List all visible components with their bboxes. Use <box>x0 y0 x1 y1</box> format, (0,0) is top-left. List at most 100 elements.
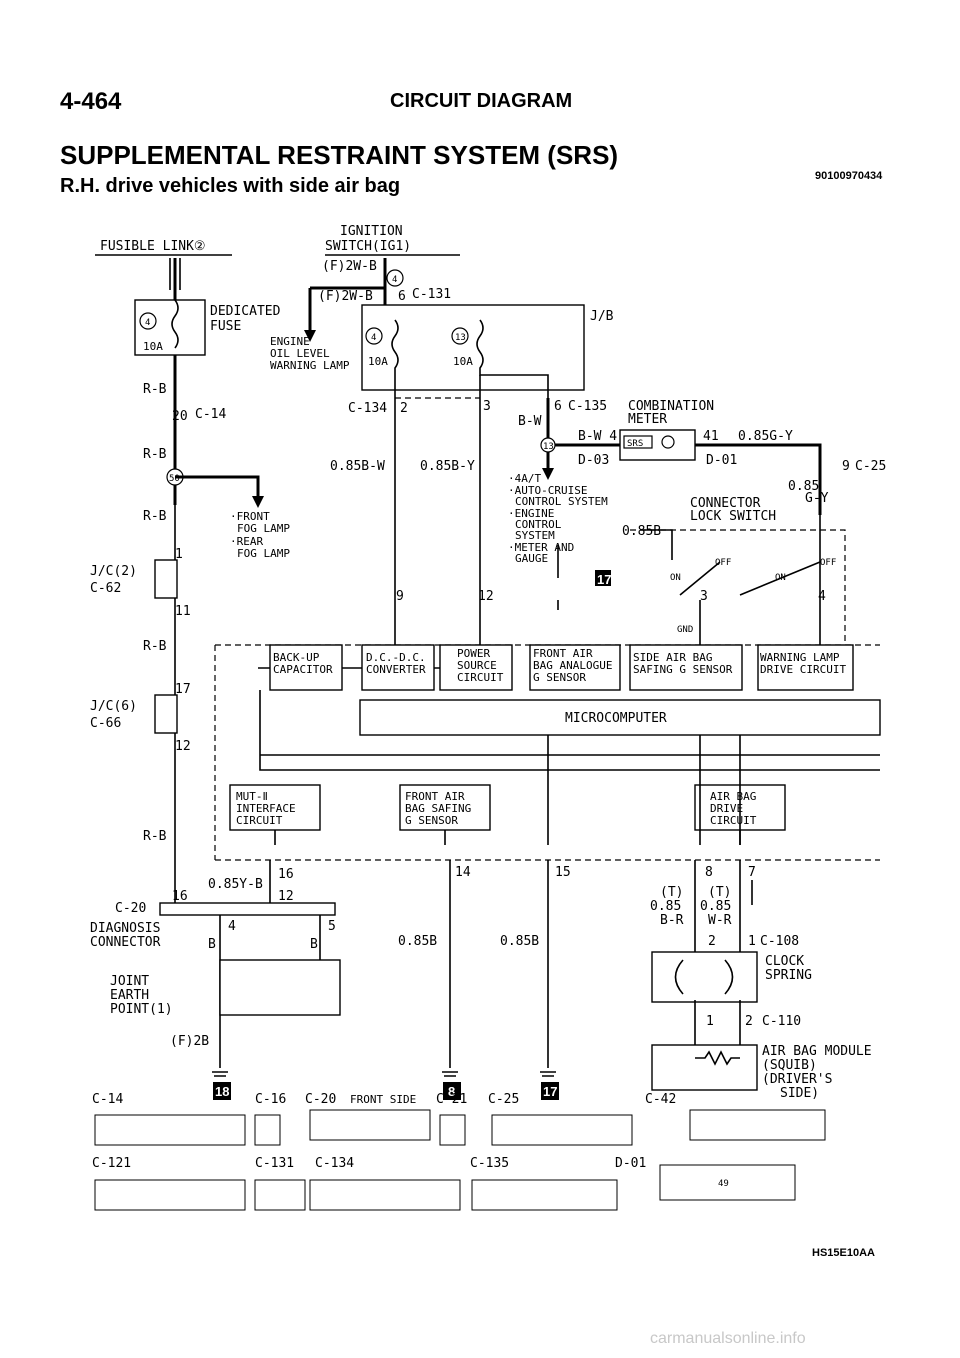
fuse-4-marker <box>139 312 157 330</box>
list-item-8: GAUGE <box>515 552 548 565</box>
br-label: B-R <box>660 913 684 928</box>
clock-spring-label-2: SPRING <box>765 968 812 983</box>
airbag-module-box <box>651 1044 758 1091</box>
combination-label-1: COMBINATION <box>628 399 714 414</box>
internal-bus <box>259 690 880 771</box>
t085b-label: 0.85 <box>700 899 731 914</box>
ignition-label-2: SWITCH(IG1) <box>325 239 411 254</box>
power-source-box <box>439 644 513 691</box>
mut-label-3: CIRCUIT <box>236 814 283 827</box>
b-left-label: B <box>208 937 216 952</box>
connector-pinouts <box>94 1109 826 1211</box>
wire-by-label: 0.85B-Y <box>420 459 475 474</box>
pinout-c21 <box>439 1114 466 1146</box>
front-airbag-safing-box <box>399 784 491 831</box>
list-item-5: CONTROL <box>515 518 562 531</box>
front-safing-label-1: FRONT AIR <box>405 790 465 803</box>
section-title: CIRCUIT DIAGRAM <box>390 90 573 112</box>
list-item-3: CONTROL SYSTEM <box>515 495 608 508</box>
front-analogue-label-2: BAG ANALOGUE <box>533 659 612 672</box>
g085y-label: 0.85G-Y <box>738 429 793 444</box>
n1d-label: 1 <box>706 1014 714 1029</box>
document-code: 90100970434 <box>815 170 883 182</box>
microcomputer-box <box>359 699 881 736</box>
f2b-label: (F)2B <box>170 1034 209 1049</box>
rb-label-2: R-B <box>143 447 167 462</box>
connector-c134: C-134 <box>315 1156 354 1171</box>
diagnosis-label-1: DIAGNOSIS <box>90 921 160 936</box>
srs-label: SRS <box>627 439 643 449</box>
jb-fuse13-marker <box>451 327 469 345</box>
drive-label-1: AIR BAG <box>710 790 756 803</box>
side-airbag-safing-box <box>629 644 743 691</box>
block-18-label: 18 <box>215 1084 229 1099</box>
pin6-label: 6 <box>398 289 406 304</box>
gnd-label: GND <box>677 625 693 635</box>
clock-spring-label-1: CLOCK <box>765 954 804 969</box>
block-18 <box>213 1082 231 1100</box>
bw4-label: B-W 4 <box>578 429 617 444</box>
n2c-label: 2 <box>708 934 716 949</box>
squib-symbol <box>695 1050 740 1066</box>
fog-lamp-label-1: FOG LAMP <box>237 522 290 535</box>
n3b-label: 3 <box>700 589 708 604</box>
fusible-link-label: FUSIBLE LINK② <box>100 239 206 254</box>
page-title: SUPPLEMENTAL RESTRAINT SYSTEM (SRS) <box>60 140 619 170</box>
block-17a <box>595 570 611 586</box>
connector-d01: D-01 <box>615 1156 646 1171</box>
v085b-label: 0.85B <box>622 524 661 539</box>
list-item-7: ·METER AND <box>508 541 574 554</box>
c108-label: C-108 <box>760 934 799 949</box>
c110-label: C-110 <box>762 1014 801 1029</box>
dedicated-fuse-symbol <box>171 299 179 349</box>
off-label-2: OFF <box>820 558 836 568</box>
n1c-label: 1 <box>748 934 756 949</box>
jb-fuse4-label: 4 <box>371 333 376 343</box>
b-right-label: B <box>310 937 318 952</box>
oil-lamp-arrow <box>304 330 316 342</box>
jb-fuse4-marker <box>365 327 383 345</box>
c131-label: C-131 <box>412 287 451 302</box>
internal-drops <box>274 830 741 845</box>
pin-4-marker <box>386 269 404 287</box>
connector-c42: C-42 <box>645 1092 676 1107</box>
diagnosis-connector <box>159 902 336 916</box>
joint-earth-label-1: JOINT <box>110 974 149 989</box>
connector-d01-mid: 49 <box>718 1179 729 1189</box>
pinout-c20 <box>309 1109 431 1141</box>
front-safing-label-2: BAG SAFING <box>405 802 471 815</box>
joint-earth-box <box>219 959 341 1016</box>
on-label-2: ON <box>775 573 786 583</box>
d03-label: D-03 <box>578 453 609 468</box>
bw-arrow <box>542 468 554 480</box>
engine-oil-label-3: WARNING LAMP <box>270 359 350 372</box>
gy-label: G-Y <box>805 491 829 506</box>
dcdc-converter-box <box>361 644 435 691</box>
srs-lamp <box>623 435 653 449</box>
pinout-c134 <box>309 1179 461 1211</box>
module-label-3: (DRIVER'S <box>762 1072 832 1087</box>
off-label-1: OFF <box>715 558 731 568</box>
backup-label-2: CAPACITOR <box>273 663 333 676</box>
list-item-2: ·AUTO-CRUISE <box>508 484 587 497</box>
n15-label: 15 <box>555 865 571 880</box>
n085yb-label: 0.85Y-B <box>208 877 263 892</box>
jb-10a-2: 10A <box>453 355 473 368</box>
n41-label: 41 <box>703 429 719 444</box>
jb-fuse-b <box>476 319 549 398</box>
jb-10a-1: 10A <box>368 355 388 368</box>
dedicated-label-2: FUSE <box>210 319 241 334</box>
lock-switch-dash <box>630 529 846 645</box>
fuse10a-label: 10A <box>143 340 163 353</box>
block-8-label: 8 <box>448 1084 455 1099</box>
rb-label-3: R-B <box>143 509 167 524</box>
jb-fuse-a <box>391 319 399 398</box>
n8-label: 8 <box>705 865 713 880</box>
n2-label: 2 <box>400 401 408 416</box>
page-number: 4-464 <box>60 88 122 115</box>
wire-085b-2: 0.85B <box>500 934 539 949</box>
front-analogue-label-1: FRONT AIR <box>533 647 593 660</box>
backup-label-1: BACK-UP <box>273 651 320 664</box>
connector-c135: C-135 <box>470 1156 509 1171</box>
n7-label: 7 <box>748 865 756 880</box>
